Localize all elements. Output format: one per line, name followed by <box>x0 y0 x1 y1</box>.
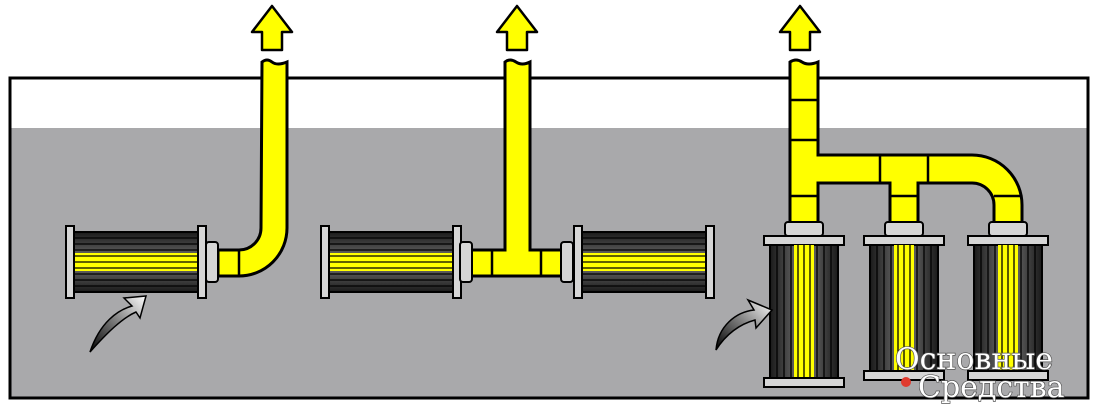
filter-end-cap <box>197 225 207 299</box>
curved-arrow-icon <box>715 298 774 351</box>
up-arrow-icon <box>250 4 294 52</box>
watermark-line2: Средства <box>918 370 1065 405</box>
filter-end-cap <box>763 235 845 246</box>
filter-end-cap <box>967 235 1049 246</box>
filter-cartridge <box>763 221 845 388</box>
hex-nut <box>459 241 473 283</box>
manifold-vertical-filters <box>715 58 1049 388</box>
filter-end-cap <box>705 225 715 299</box>
tank-air-space <box>10 78 1088 128</box>
outlet-arrows <box>250 4 822 52</box>
hex-nut <box>784 221 824 237</box>
filter-cartridge <box>863 221 945 381</box>
hex-nut <box>205 241 219 283</box>
tank-wall <box>8 76 1090 400</box>
curved-arrow-icon <box>89 295 148 353</box>
filter-cartridge <box>560 225 715 299</box>
filter-end-cap <box>573 225 583 299</box>
filter-end-cap <box>967 370 1049 381</box>
tee-pair-horizontal-filters <box>320 58 715 299</box>
outlet-pipe <box>216 58 289 278</box>
filter-end-cap <box>65 225 75 299</box>
watermark-logo: Основные Средства <box>894 341 1065 405</box>
hex-nut <box>884 221 924 237</box>
manifold-pipe <box>788 58 1024 228</box>
watermark-dot <box>901 377 911 387</box>
hex-nut <box>560 241 574 283</box>
filter-end-cap <box>863 235 945 246</box>
filter-cartridge <box>967 221 1049 381</box>
up-arrow-icon <box>778 4 822 52</box>
up-arrow-icon <box>495 4 539 52</box>
watermark-line1: Основные <box>895 342 1053 377</box>
filter-cartridge <box>320 225 473 299</box>
filter-end-cap <box>320 225 330 299</box>
single-horizontal-filter <box>65 58 289 353</box>
hex-nut <box>988 221 1028 237</box>
filter-cartridge <box>65 225 219 299</box>
filter-end-cap <box>763 377 845 388</box>
